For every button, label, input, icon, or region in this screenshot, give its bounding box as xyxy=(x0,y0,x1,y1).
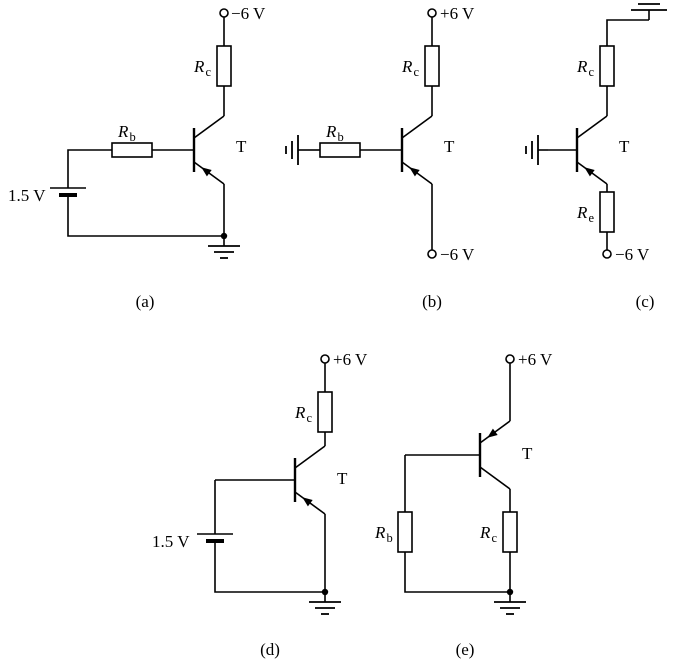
transistor xyxy=(192,114,226,186)
supply-label: −6 V xyxy=(440,245,475,264)
re-sub: e xyxy=(589,211,595,225)
battery xyxy=(195,532,235,543)
rb-sub: b xyxy=(387,531,393,545)
supply-terminal xyxy=(505,354,515,364)
rc-resistor xyxy=(424,45,440,87)
rc-label: R xyxy=(193,57,205,76)
rb-label: R xyxy=(117,122,129,141)
transistor xyxy=(400,114,434,186)
wire xyxy=(404,552,510,593)
supply-label: +6 V xyxy=(333,350,368,369)
caption: (e) xyxy=(456,640,475,659)
supply-terminal xyxy=(320,354,330,364)
battery-label: 1.5 V xyxy=(152,532,190,551)
rc-sub: c xyxy=(307,411,313,425)
rc-resistor xyxy=(216,45,232,87)
wire xyxy=(67,195,224,237)
ground-icon xyxy=(207,235,241,259)
rb-sub: b xyxy=(130,130,136,144)
rc-label: R xyxy=(479,523,491,542)
ground-icon xyxy=(493,591,527,615)
transistor-label: T xyxy=(619,137,630,156)
supply-terminal xyxy=(427,8,437,18)
re-resistor xyxy=(599,191,615,233)
rb-resistor xyxy=(111,142,153,158)
caption: (b) xyxy=(422,292,442,311)
supply-label: +6 V xyxy=(440,4,475,23)
re-label: R xyxy=(576,203,588,222)
rc-resistor xyxy=(317,391,333,433)
rc-sub: c xyxy=(414,65,420,79)
rc-label: R xyxy=(576,57,588,76)
caption: (a) xyxy=(136,292,155,311)
ground-icon xyxy=(285,134,309,166)
supply-label: −6 V xyxy=(615,245,650,264)
circuit-a: −6 V R c T R b 1.5 V (a) xyxy=(8,4,266,311)
wire xyxy=(214,541,325,593)
supply-label: −6 V xyxy=(231,4,266,23)
ground-icon xyxy=(308,591,342,615)
rc-resistor xyxy=(502,511,518,553)
caption: (c) xyxy=(636,292,655,311)
circuit-c: R c T R e −6 V (c) xyxy=(525,0,668,311)
transistor-label: T xyxy=(337,469,348,488)
rc-resistor xyxy=(599,45,615,87)
supply-label: +6 V xyxy=(518,350,553,369)
rb-label: R xyxy=(374,523,386,542)
ground-icon xyxy=(525,134,549,166)
transistor-label: T xyxy=(444,137,455,156)
rb-sub: b xyxy=(338,130,344,144)
rc-sub: c xyxy=(492,531,498,545)
rb-resistor xyxy=(319,142,361,158)
transistor xyxy=(575,114,609,186)
rc-sub: c xyxy=(206,65,212,79)
wire xyxy=(606,19,649,46)
rc-label: R xyxy=(294,403,306,422)
rb-label: R xyxy=(325,122,337,141)
transistor xyxy=(478,419,512,491)
wire xyxy=(67,149,112,188)
circuit-e: +6 V T R c R b (e) xyxy=(374,350,553,659)
transistor-label: T xyxy=(522,444,533,463)
supply-terminal xyxy=(602,249,612,259)
circuit-b: +6 V R c T R b −6 V (b) xyxy=(285,4,475,311)
rc-label: R xyxy=(401,57,413,76)
rb-resistor xyxy=(397,511,413,553)
battery-label: 1.5 V xyxy=(8,186,46,205)
battery xyxy=(48,186,88,197)
transistor xyxy=(293,444,327,516)
supply-terminal xyxy=(427,249,437,259)
rc-sub: c xyxy=(589,65,595,79)
supply-terminal xyxy=(219,8,229,18)
caption: (d) xyxy=(260,640,280,659)
ground-icon xyxy=(630,0,668,21)
transistor-label: T xyxy=(236,137,247,156)
circuit-d: +6 V R c T 1.5 V (d) xyxy=(152,350,368,659)
